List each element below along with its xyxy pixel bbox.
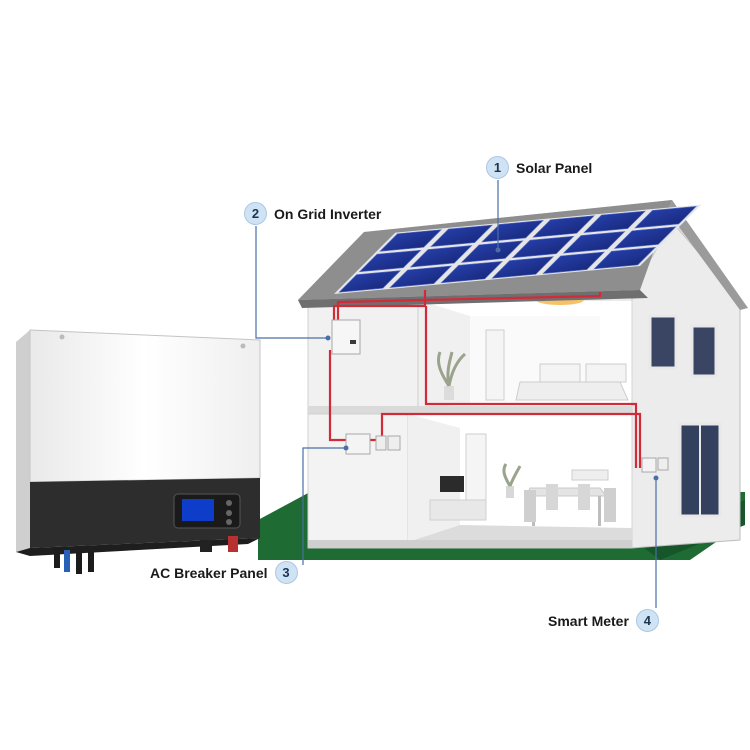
- solar-panel-array: [334, 204, 702, 294]
- callout-badge: 2: [244, 202, 267, 225]
- solar-cell: [389, 265, 453, 288]
- callout-badge: 3: [274, 561, 298, 584]
- solar-cell: [583, 210, 646, 233]
- solar-cell: [532, 215, 595, 238]
- meter-mini: [641, 457, 657, 473]
- solar-cell: [634, 206, 697, 229]
- solar-cell: [338, 270, 402, 293]
- callout-solar-panel: 1 Solar Panel: [486, 156, 593, 179]
- solar-cell: [409, 245, 473, 268]
- callout-ac-breaker-panel: 3 AC Breaker Panel: [150, 561, 298, 584]
- callout-on-grid-inverter: 2 On Grid Inverter: [244, 202, 382, 225]
- callout-text: AC Breaker Panel: [150, 564, 268, 581]
- inverter-mini: [331, 319, 361, 355]
- solar-cell: [593, 246, 657, 270]
- callout-text: Smart Meter: [548, 612, 629, 629]
- callout-badge: 4: [635, 609, 659, 632]
- callout-text: Solar Panel: [516, 159, 593, 176]
- solar-cell: [542, 251, 606, 274]
- solar-cell: [379, 229, 442, 252]
- solar-cell: [440, 260, 504, 284]
- solar-cell: [460, 240, 524, 263]
- house: [307, 221, 741, 549]
- solar-cell: [358, 249, 422, 273]
- leader-lines: [255, 180, 657, 608]
- solar-cell: [430, 224, 493, 247]
- callout-badge: 1: [486, 156, 509, 179]
- on-grid-inverter-unit: [16, 329, 261, 574]
- callout-smart-meter: 4 Smart Meter: [548, 609, 659, 632]
- breaker-mini: [345, 433, 371, 455]
- solar-cell: [481, 220, 544, 243]
- callout-text: On Grid Inverter: [274, 205, 382, 222]
- solar-cell: [511, 235, 575, 259]
- solar-cell: [613, 226, 677, 249]
- solar-cell: [562, 231, 626, 254]
- solar-cell: [491, 256, 555, 279]
